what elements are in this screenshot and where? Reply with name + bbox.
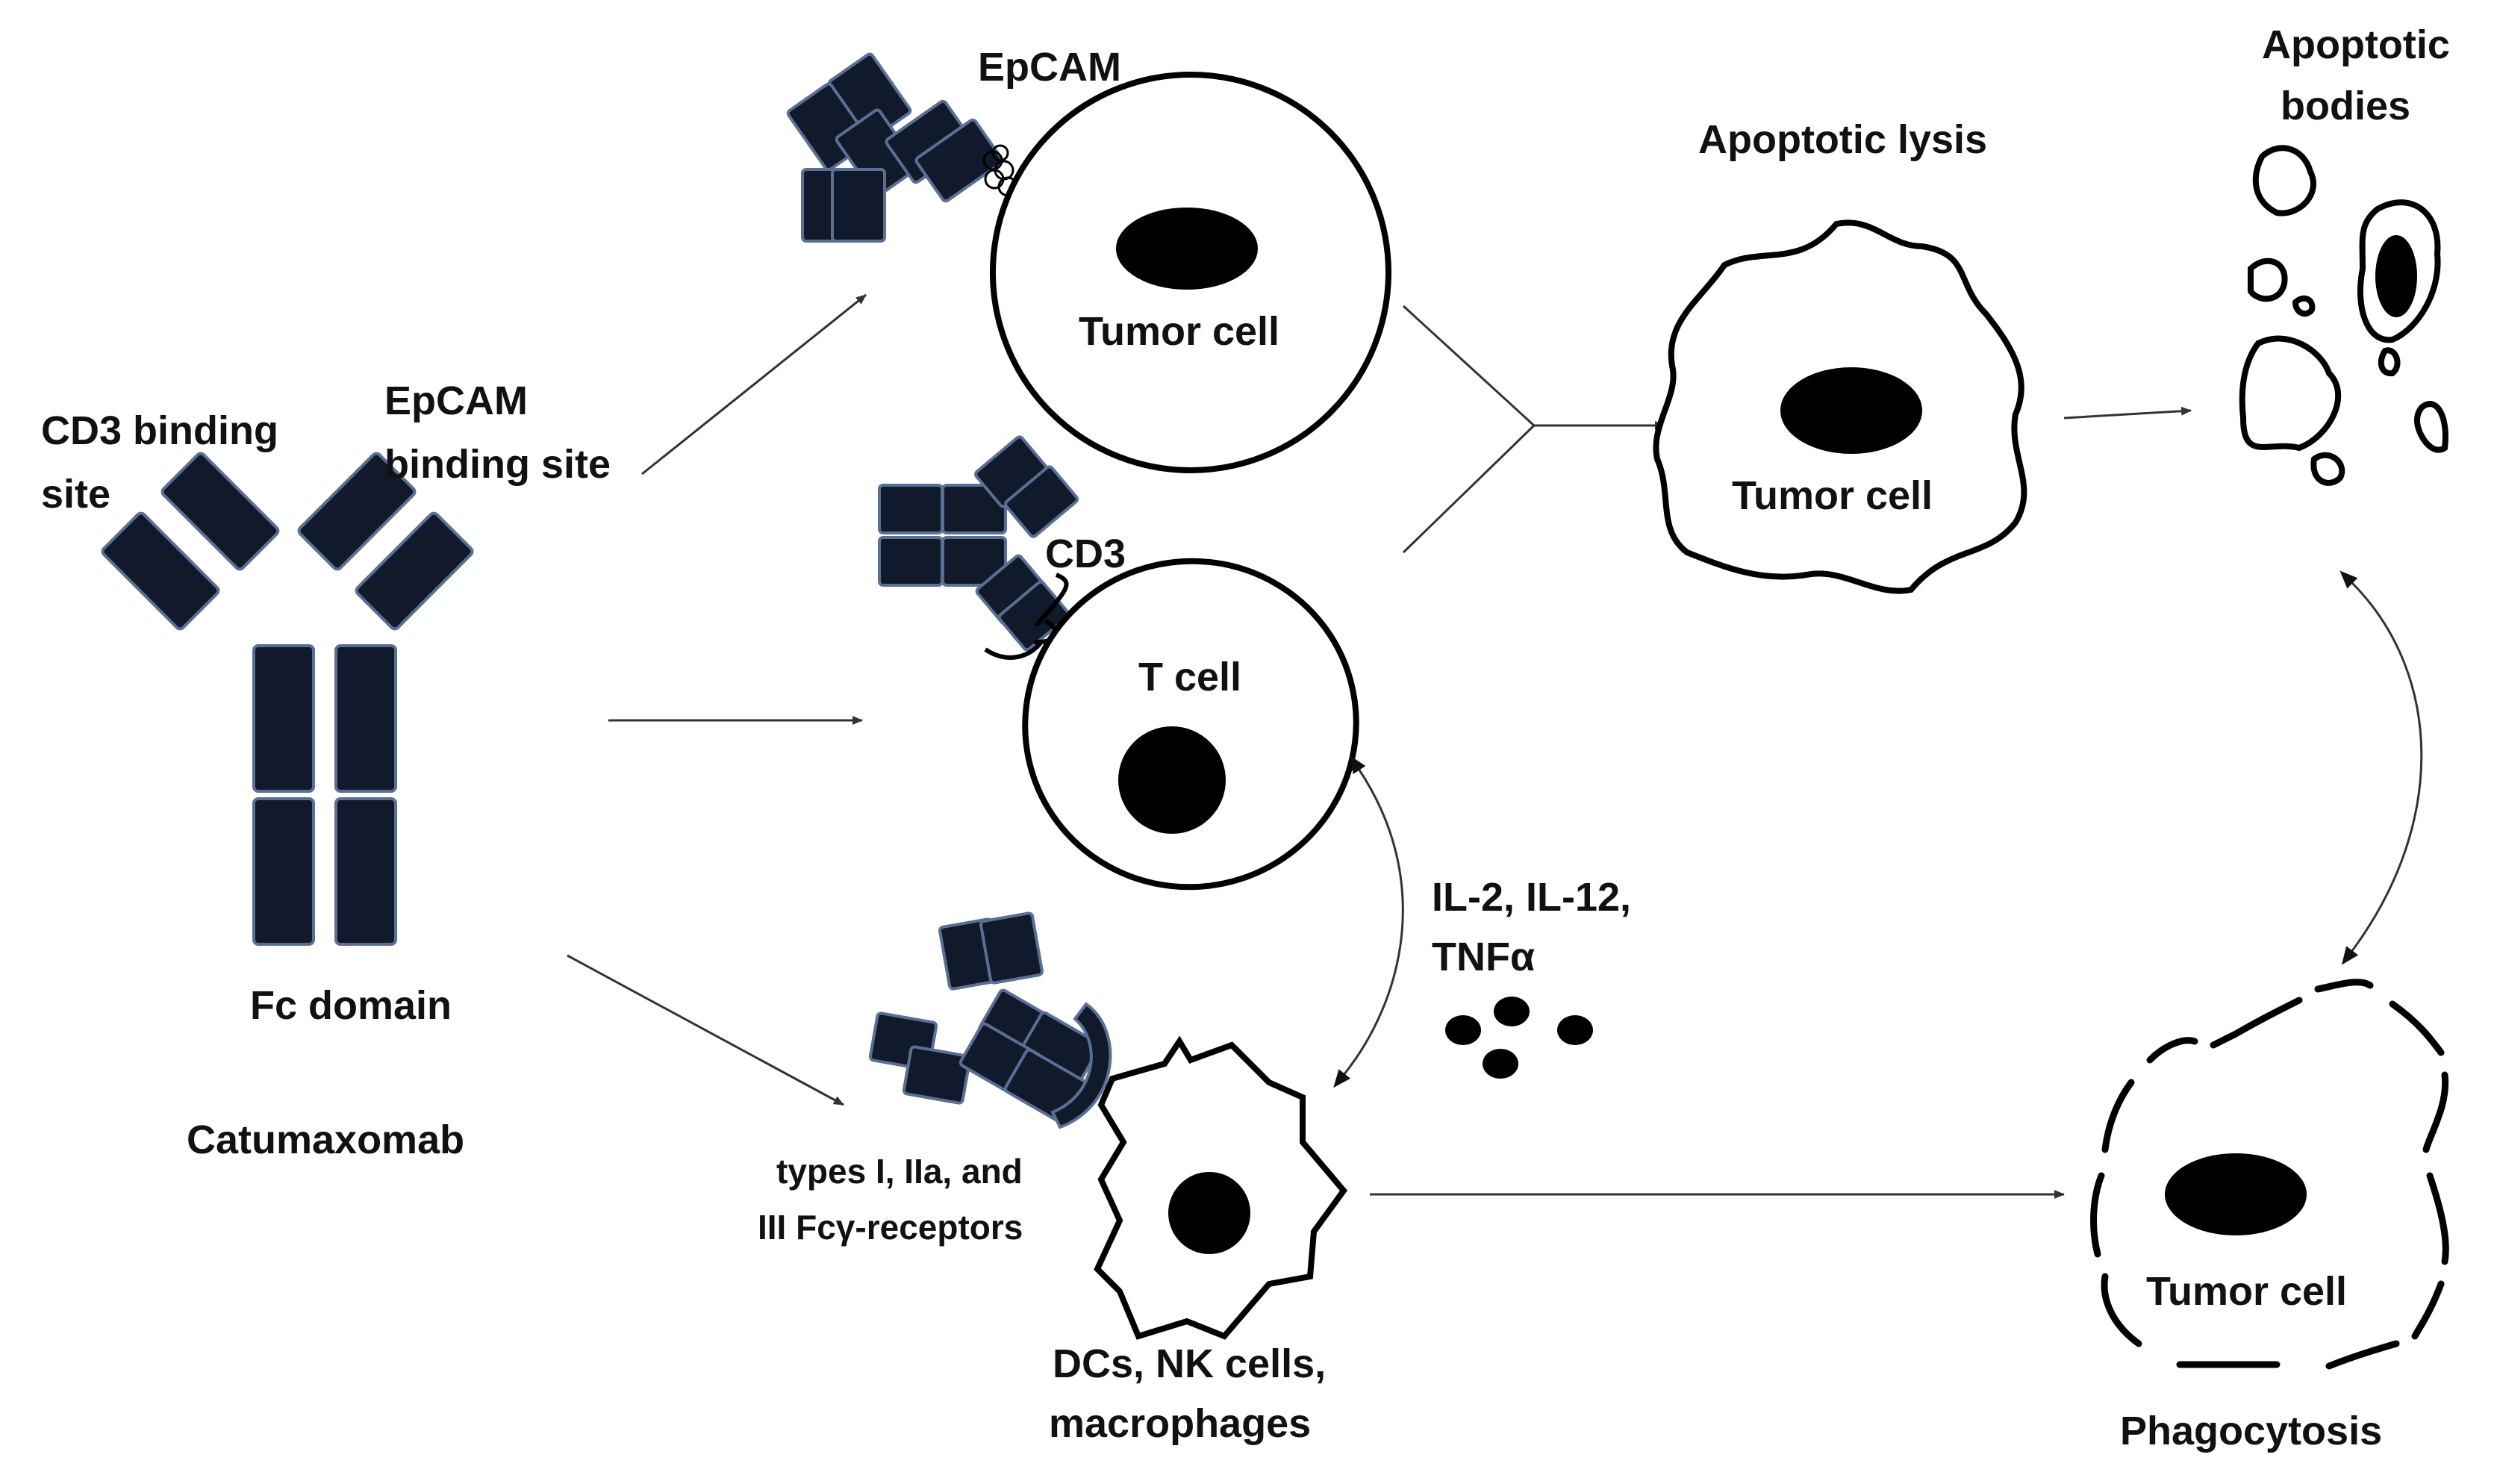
arrow-to-accessory-cell — [567, 954, 844, 1106]
fc-bound-antibody — [868, 911, 1102, 1124]
fc-domain-stem — [252, 644, 397, 946]
apoptotic-bodies-label: Apoptotic bodies — [2262, 22, 2461, 128]
cytokine-exchange-arrow — [1333, 755, 1404, 1088]
t-cell — [1022, 558, 1359, 891]
phagocytosed-tumor-cell-nucleus — [2165, 1153, 2307, 1235]
accessory-cell-nucleus — [1168, 1172, 1250, 1254]
cd3-binding-arm — [101, 452, 280, 631]
phagocytosed-tumor-cell — [2090, 979, 2449, 1370]
tumor-cell-top — [990, 72, 1391, 473]
tumor-cell-top-nucleus — [1116, 208, 1258, 290]
catumaxomab-antibody — [101, 452, 474, 946]
cytokine-dots — [1445, 997, 1593, 1079]
arrow-to-apoptotic-bodies — [2063, 406, 2192, 420]
accessory-cells-label: DCs, NK cells, macrophages — [1049, 1341, 1337, 1446]
epcam-label: EpCAM — [978, 45, 1121, 90]
fc-domain-label: Fc domain — [250, 983, 452, 1028]
epcam-binding-site-label: EpCAM binding site — [384, 378, 611, 487]
epcam-binding-arm — [297, 452, 474, 631]
cytokines-label: IL-2, IL-12, TNFα — [1432, 875, 1642, 979]
tumor-cell-phago-label: Tumor cell — [2146, 1269, 2347, 1314]
tumor-cell-top-label: Tumor cell — [1079, 309, 1279, 354]
phagocytosis-label: Phagocytosis — [2120, 1409, 2382, 1453]
cd3-label: CD3 — [1045, 531, 1126, 576]
apoptotic-bodies — [2239, 145, 2448, 486]
cd3-binding-site-label: CD3 binding site — [41, 408, 290, 517]
t-cell-label: T cell — [1138, 655, 1241, 699]
cd3-bound-antibody — [878, 435, 1079, 652]
apoptotic-lysis-label: Apoptotic lysis — [1698, 117, 1987, 162]
bodies-phagocytosis-arrow — [2339, 570, 2423, 965]
tumor-cell-lysis-label: Tumor cell — [1732, 473, 1933, 518]
arrow-to-tumor-cell — [641, 293, 867, 476]
lysing-tumor-cell-nucleus — [1780, 367, 1922, 454]
fc-receptors-label: types I, IIa, and III Fcγ-receptors — [758, 1152, 1032, 1247]
fc-gamma-receptor — [1050, 1002, 1112, 1129]
catumaxomab-label: Catumaxomab — [187, 1117, 464, 1162]
converging-lines — [1402, 305, 1665, 554]
t-cell-nucleus — [1118, 726, 1226, 834]
epcam-bound-antibody — [786, 52, 1004, 243]
